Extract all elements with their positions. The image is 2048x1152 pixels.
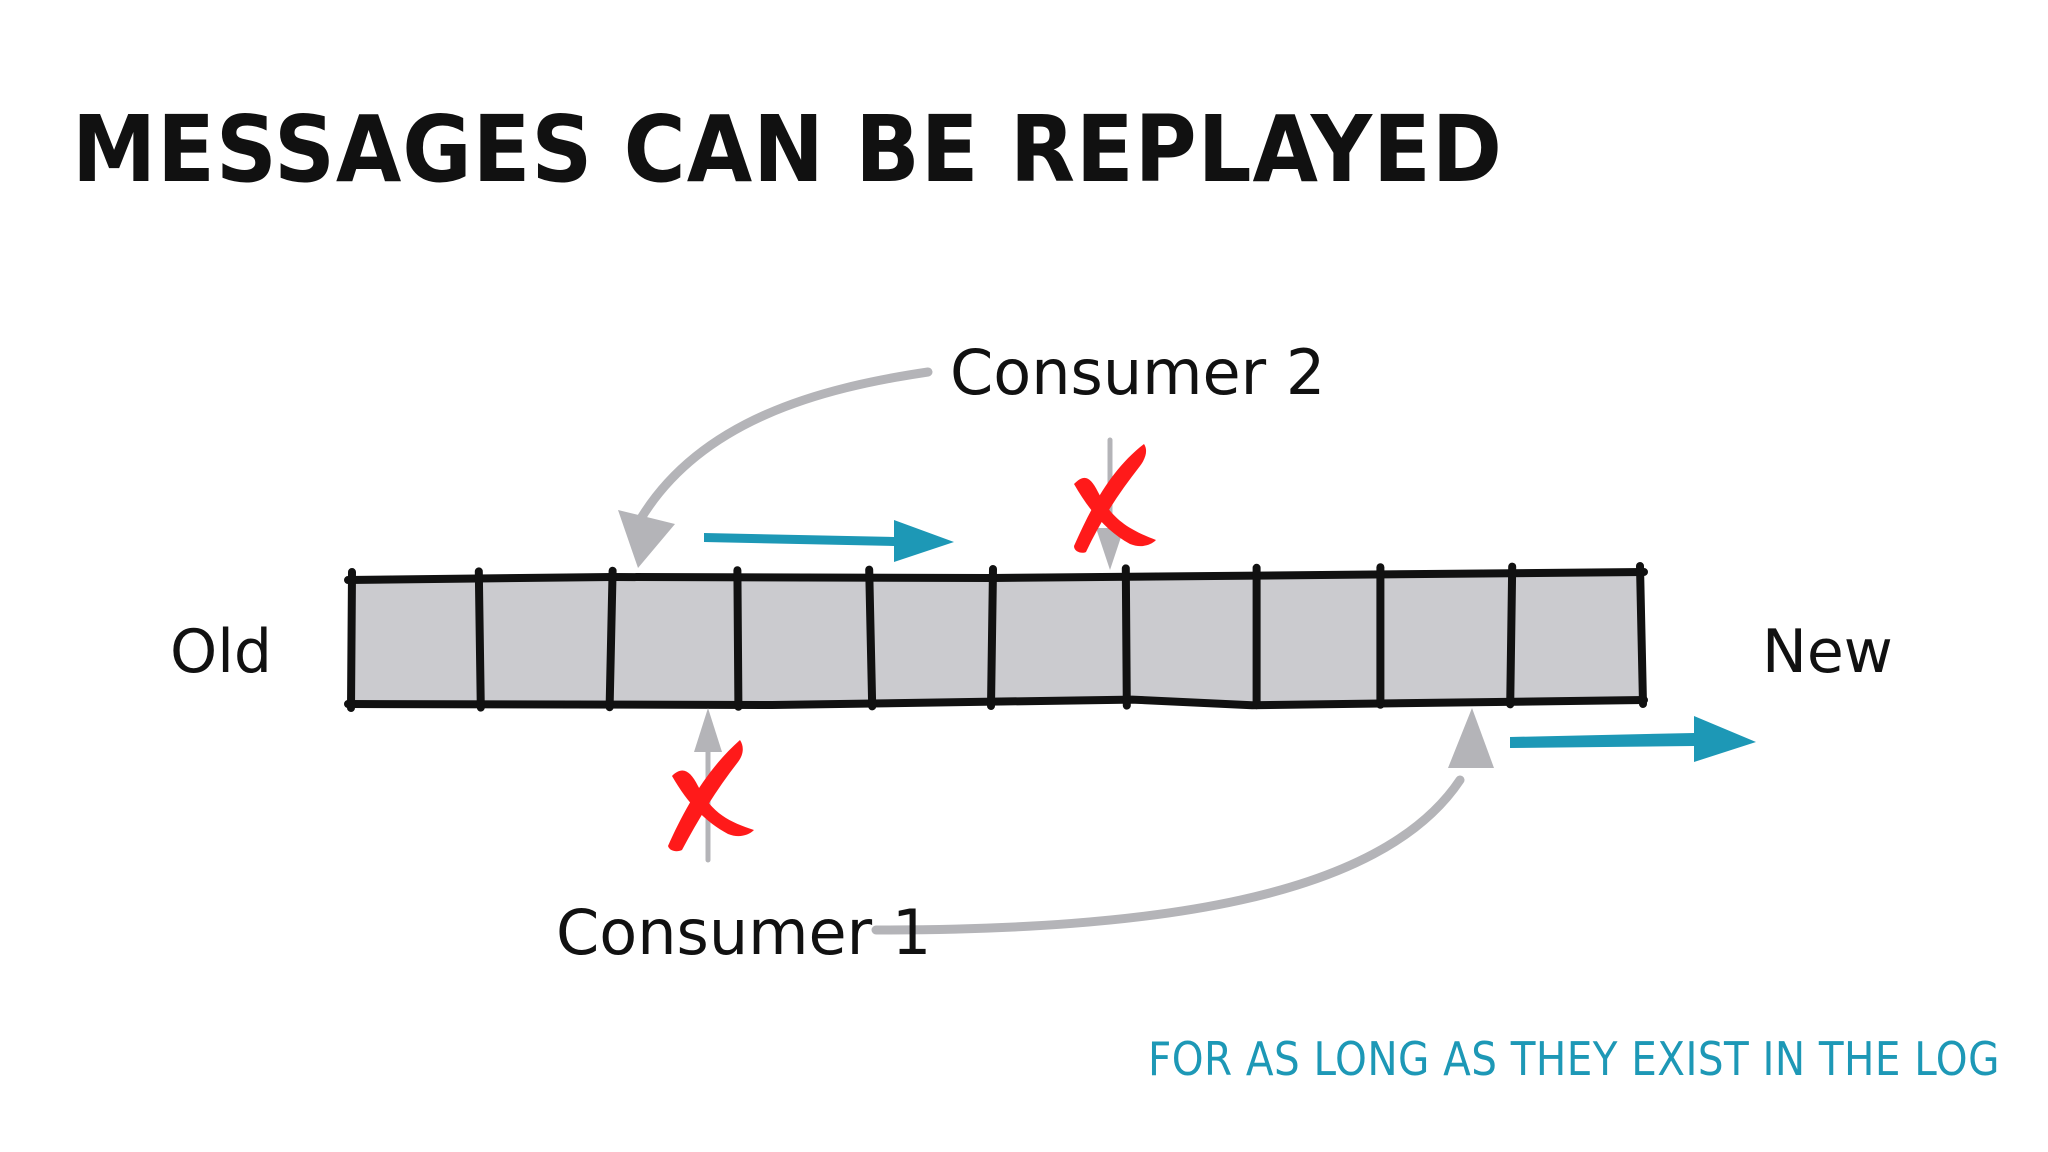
log-cell-divider (347, 568, 356, 712)
log-cell-divider (733, 566, 743, 711)
consumer-2-old-arrowhead-icon (1096, 528, 1124, 570)
consumer-1-label: Consumer 1 (556, 896, 932, 969)
log-cell-divider (1506, 562, 1517, 709)
consumer-2-advance-arrow-icon (704, 520, 954, 562)
log-cells (344, 562, 1648, 712)
consumer-1-pointer (668, 708, 1494, 935)
log-cell-divider (1636, 562, 1647, 708)
log-cell-divider (987, 565, 997, 711)
log-cell-divider (605, 566, 617, 712)
consumer-1-old-arrowhead-icon (694, 708, 722, 752)
slide-title: MESSAGES CAN BE REPLAYED (72, 96, 1503, 203)
log-strip (344, 562, 1648, 712)
consumer-2-label: Consumer 2 (950, 336, 1326, 409)
consumer-1-strike-icon (668, 740, 754, 852)
consumer-1-curve (871, 775, 1465, 935)
consumer-2-arrowhead-icon (618, 510, 675, 568)
log-cell-divider (474, 567, 485, 712)
consumer-1-arrowhead-icon (1448, 708, 1494, 768)
consumer-2-pointer (618, 367, 1156, 570)
log-start-label: Old (170, 617, 272, 687)
consumer-1-advance-arrow-icon (1510, 716, 1756, 762)
log-cell-divider (865, 565, 877, 711)
consumer-2-strike-icon (1074, 444, 1156, 553)
consumer-2-curve (635, 367, 933, 525)
advance-arrows (704, 520, 1756, 762)
log-cell-divider (1121, 564, 1131, 710)
log-strip-fill (352, 572, 1644, 706)
log-end-label: New (1762, 617, 1893, 687)
footnote: FOR AS LONG AS THEY EXIST IN THE LOG (1148, 1032, 2000, 1086)
